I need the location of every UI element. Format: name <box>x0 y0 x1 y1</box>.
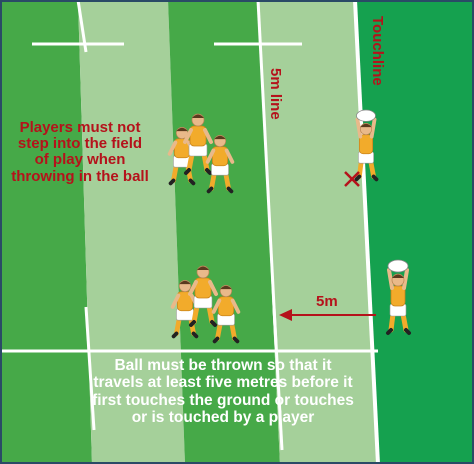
note-line: of play when <box>34 151 126 169</box>
field-marking <box>84 306 96 431</box>
note-line: Players must not <box>19 119 141 136</box>
distance-label: 5m <box>316 293 338 310</box>
not-step-in-note: Players must not step into the field of … <box>4 119 156 185</box>
field-marking <box>272 307 284 451</box>
out-of-play-area <box>355 0 474 464</box>
note-line: or is touched by a player <box>131 409 315 427</box>
pitch-stripe <box>258 0 378 464</box>
note-line: throwing in the ball <box>11 167 149 185</box>
red-cross-icon <box>344 171 360 187</box>
touchline <box>353 0 380 464</box>
note-line: travels at least five metres before it <box>93 374 353 392</box>
touchline-label: Touchline <box>369 16 386 86</box>
five-metre-line-label: 5m line <box>267 68 284 120</box>
throw-distance-note: Ball must be thrown so that it travels a… <box>70 357 376 426</box>
pitch-stripe <box>78 0 185 464</box>
note-line: first touches the ground or touches <box>92 391 354 409</box>
pitch-stripe <box>0 0 92 464</box>
note-line: Ball must be thrown so that it <box>114 357 332 374</box>
red-arrow-left-icon <box>279 309 376 321</box>
note-line: step into the field <box>17 135 143 153</box>
five-metre-line <box>256 0 278 346</box>
